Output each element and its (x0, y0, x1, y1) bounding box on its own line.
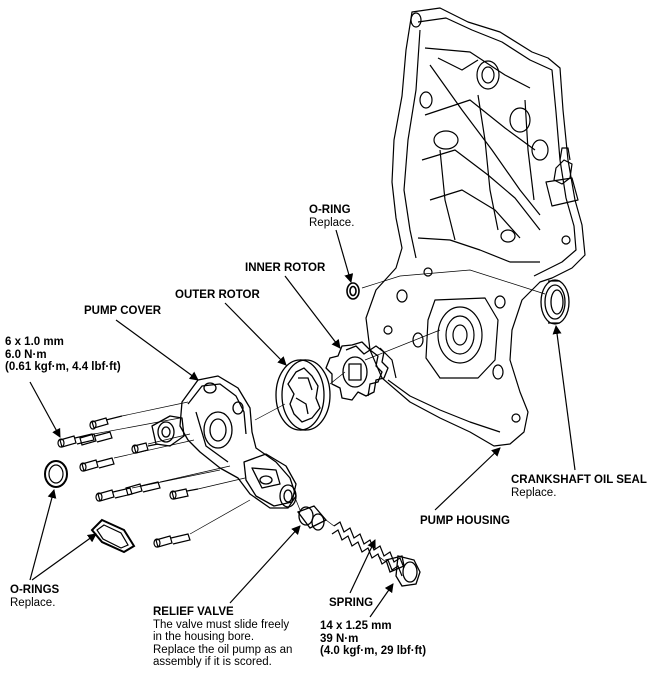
crankshaft-oil-seal-part (540, 279, 570, 325)
outer-rotor-label: OUTER ROTOR (175, 289, 260, 302)
arrow-oring-top (335, 229, 354, 283)
arrow-spring (349, 539, 376, 594)
cover-bolt-5 (79, 457, 115, 472)
cover-bolt-size: 6 x 1.0 mm (5, 336, 64, 348)
relief-valve-note-1: The valve must slide freely (153, 618, 290, 631)
outer-rotor-title: OUTER ROTOR (175, 289, 260, 301)
cover-bolt-torque-alt: (0.61 kgf·m, 4.4 lbf·ft) (5, 361, 121, 373)
cover-bolt-8 (169, 488, 199, 500)
o-ring-top-title: O-RING (309, 204, 351, 216)
cover-bolt-4 (131, 442, 159, 454)
cover-bolt-9 (153, 533, 191, 548)
o-ring-top-label: O-RING Replace. (309, 204, 354, 229)
crankshaft-oil-seal-note: Replace. (511, 486, 557, 499)
o-ring-oval (90, 518, 136, 554)
crankshaft-oil-seal-label: CRANKSHAFT OIL SEAL Replace. (511, 474, 647, 499)
cover-bolt-torque-nm: 6.0 N·m (5, 348, 47, 361)
spring-title: SPRING (329, 597, 374, 609)
relief-valve-note-2: in the housing bore. (153, 631, 255, 643)
relief-valve-part (296, 505, 328, 531)
callout-arrows (29, 229, 576, 618)
inner-rotor-label: INNER ROTOR (245, 262, 325, 275)
pump-cover-title: PUMP COVER (84, 305, 162, 317)
pump-housing-label: PUMP HOUSING (420, 515, 510, 528)
arrow-relief-valve (229, 525, 301, 604)
arrow-inner-rotor (284, 275, 341, 349)
relief-valve-title: RELIEF VALVE (153, 606, 234, 618)
cover-bolt-1 (89, 415, 123, 430)
cover-bolt-6 (95, 487, 133, 502)
pump-housing-part (365, 7, 586, 447)
cover-bolt-2 (57, 433, 95, 448)
relief-valve-label: RELIEF VALVE The valve must slide freely… (153, 606, 292, 669)
spring-label: SPRING (329, 597, 373, 610)
o-ring-top-note: Replace. (309, 216, 355, 229)
cover-bolt-torque-label: 6 x 1.0 mm 6.0 N·m (0.61 kgf·m, 4.4 lbf·… (5, 336, 121, 374)
plug-bolt-torque-nm: 39 N·m (320, 632, 359, 645)
arrow-cover-bolt (29, 381, 61, 438)
arrow-pump-housing (434, 447, 501, 511)
o-ring-top-part (346, 282, 360, 300)
pump-cover-label: PUMP COVER (84, 305, 161, 318)
arrow-plug-bolt (369, 583, 394, 618)
inner-rotor-title: INNER ROTOR (245, 262, 326, 274)
o-rings-left-title: O-RINGS (10, 584, 60, 596)
relief-valve-note-3: Replace the oil pump as an (153, 643, 293, 656)
cover-bolt-3 (79, 431, 113, 446)
plug-bolt-part (385, 555, 421, 587)
pump-housing-title: PUMP HOUSING (420, 515, 510, 527)
relief-valve-note-4: assembly if it is scored. (153, 656, 272, 668)
arrow-crank-seal (552, 325, 576, 471)
arrow-oring-round (29, 489, 57, 581)
outer-rotor-part (275, 359, 331, 431)
arrow-pump-cover (115, 319, 199, 381)
o-rings-left-label: O-RINGS Replace. (10, 584, 59, 609)
pump-cover-bolts (57, 415, 199, 548)
crankshaft-oil-seal-title: CRANKSHAFT OIL SEAL (511, 474, 647, 486)
o-rings-left-parts (44, 460, 136, 554)
arrow-oring-oval (31, 533, 97, 581)
alignment-lines (93, 269, 546, 563)
plug-bolt-torque-label: 14 x 1.25 mm 39 N·m (4.0 kgf·m, 29 lbf·f… (320, 620, 426, 658)
spring-part (331, 521, 405, 577)
plug-bolt-torque-alt: (4.0 kgf·m, 29 lbf·ft) (320, 645, 427, 657)
inner-rotor-part (325, 341, 389, 401)
cover-bolt-7 (125, 481, 161, 496)
pump-cover-part (151, 375, 297, 509)
o-rings-left-note: Replace. (10, 596, 56, 609)
plug-bolt-size: 14 x 1.25 mm (320, 620, 392, 632)
arrow-outer-rotor (224, 302, 287, 366)
o-ring-round (44, 460, 68, 488)
